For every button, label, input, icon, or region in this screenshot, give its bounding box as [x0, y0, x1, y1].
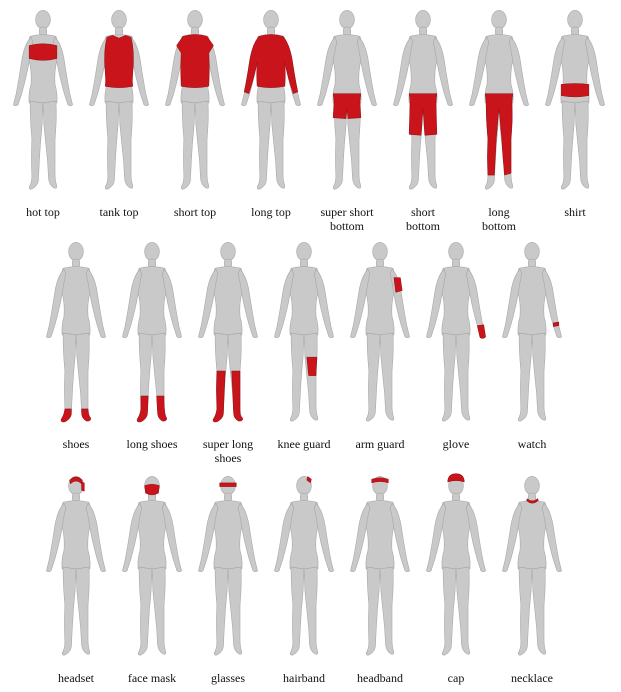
garment-region-shoes: [61, 409, 91, 422]
garment-region-short-top: [177, 34, 214, 87]
garment-region-long-bottom: [485, 94, 513, 175]
figure-glasses: glasses: [190, 470, 266, 685]
figure-glove: glove: [418, 236, 494, 451]
body-silhouette: [46, 476, 105, 655]
body-figure: [191, 236, 265, 432]
figure-caption: tank top: [82, 205, 156, 219]
garment-region-knee-guard: [307, 357, 317, 376]
figure-arm-guard: arm guard: [342, 236, 418, 451]
body-silhouette: [350, 476, 409, 655]
figure-long-shoes: long shoes: [114, 236, 190, 451]
body-figure: [191, 470, 265, 666]
body-figure: [82, 4, 156, 200]
garment-region-long-shoes: [137, 396, 167, 422]
body-figure: [39, 470, 113, 666]
figure-caption: short top: [158, 205, 232, 219]
garment-region-cap: [448, 474, 465, 482]
garment-region-super-long-shoes: [213, 371, 243, 422]
figure-caption: short bottom: [386, 205, 460, 233]
figure-caption: glasses: [190, 671, 266, 685]
body-silhouette: [46, 242, 105, 421]
body-silhouette: [545, 10, 604, 189]
figure-short-top: short top: [158, 4, 232, 219]
figure-caption: hot top: [6, 205, 80, 219]
figure-shoes: shoes: [38, 236, 114, 451]
figure-super-long-shoes: super long shoes: [190, 236, 266, 465]
figure-caption: knee guard: [266, 437, 342, 451]
body-figure: [495, 470, 569, 666]
body-silhouette: [89, 10, 148, 189]
body-figure: [343, 470, 417, 666]
figure-caption: arm guard: [342, 437, 418, 451]
body-figure: [310, 4, 384, 200]
body-figure: [419, 470, 493, 666]
body-figure: [386, 4, 460, 200]
figure-caption: headset: [38, 671, 114, 685]
figure-long-bottom: long bottom: [462, 4, 536, 233]
figure-caption: shoes: [38, 437, 114, 451]
body-silhouette: [426, 476, 485, 655]
garment-region-tank-top: [105, 35, 134, 87]
figure-headset: headset: [38, 470, 114, 685]
body-silhouette: [426, 242, 485, 421]
body-figure: [495, 236, 569, 432]
body-silhouette: [274, 242, 333, 421]
figure-caption: necklace: [494, 671, 570, 685]
body-silhouette: [122, 476, 181, 655]
garment-region-glasses: [220, 483, 237, 487]
body-figure: [234, 4, 308, 200]
figure-caption: long shoes: [114, 437, 190, 451]
garment-region-super-short-bottom: [333, 94, 361, 119]
figure-hairband: hairband: [266, 470, 342, 685]
figure-caption: headband: [342, 671, 418, 685]
figure-caption: shirt: [538, 205, 612, 219]
figure-caption: face mask: [114, 671, 190, 685]
figure-caption: watch: [494, 437, 570, 451]
figure-headband: headband: [342, 470, 418, 685]
body-figure: [115, 470, 189, 666]
figure-caption: cap: [418, 671, 494, 685]
figure-necklace: necklace: [494, 470, 570, 685]
garment-region-face-mask: [145, 484, 160, 495]
figure-caption: hairband: [266, 671, 342, 685]
body-silhouette: [198, 242, 257, 421]
figure-caption: glove: [418, 437, 494, 451]
body-figure: [6, 4, 80, 200]
garment-region-short-bottom: [409, 94, 437, 136]
body-figure: [267, 236, 341, 432]
garment-region-shirt: [561, 84, 589, 97]
figure-cap: cap: [418, 470, 494, 685]
body-figure: [343, 236, 417, 432]
garment-region-glove: [477, 325, 485, 339]
figure-hot-top: hot top: [6, 4, 80, 219]
figure-shirt: shirt: [538, 4, 612, 219]
body-silhouette: [274, 476, 333, 655]
body-figure: [158, 4, 232, 200]
body-figure: [538, 4, 612, 200]
figure-caption: long top: [234, 205, 308, 219]
garment-region-watch: [553, 322, 559, 327]
body-figure: [462, 4, 536, 200]
body-figure: [267, 470, 341, 666]
body-silhouette: [13, 10, 72, 189]
body-figure: [419, 236, 493, 432]
body-silhouette: [122, 242, 181, 421]
figure-knee-guard: knee guard: [266, 236, 342, 451]
figure-short-bottom: short bottom: [386, 4, 460, 233]
figure-super-short-bottom: super short bottom: [310, 4, 384, 233]
figure-caption: super long shoes: [190, 437, 266, 465]
garment-region-hot-top: [29, 44, 57, 61]
figure-tank-top: tank top: [82, 4, 156, 219]
body-figure: [115, 236, 189, 432]
figure-face-mask: face mask: [114, 470, 190, 685]
figure-watch: watch: [494, 236, 570, 451]
figure-caption: long bottom: [462, 205, 536, 233]
figure-long-top: long top: [234, 4, 308, 219]
figure-caption: super short bottom: [310, 205, 384, 233]
body-silhouette: [198, 476, 257, 655]
body-figure: [39, 236, 113, 432]
body-silhouette: [502, 242, 561, 421]
body-silhouette: [350, 242, 409, 421]
